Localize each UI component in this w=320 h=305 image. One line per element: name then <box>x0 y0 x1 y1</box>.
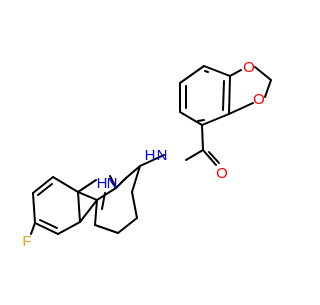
bond <box>264 79 272 98</box>
bond <box>79 199 98 223</box>
amide-h-label: H <box>145 147 156 164</box>
bond <box>77 191 81 223</box>
bond-double-inner <box>37 183 53 196</box>
bond-double-inner <box>39 219 58 229</box>
bond-double-inner <box>101 192 106 210</box>
fluorine-label: F <box>22 233 31 250</box>
ring-nh-n-label: N <box>107 175 118 192</box>
bond <box>115 177 127 189</box>
bond <box>201 113 230 126</box>
bond <box>208 151 220 164</box>
bond-double-inner <box>222 80 225 111</box>
molecule-structure: N H N H O O O F <box>22 59 272 250</box>
bond <box>32 176 54 194</box>
bond <box>77 191 98 201</box>
bond <box>228 102 254 115</box>
amide-n-label: N <box>157 147 168 164</box>
molecule-canvas: N H N H O O O F <box>22 59 272 250</box>
atom-labels: N H N H O O O F <box>22 59 264 250</box>
bond <box>94 199 98 226</box>
bond <box>179 111 203 126</box>
bond <box>229 69 242 77</box>
bond <box>52 176 79 193</box>
bond <box>201 124 204 151</box>
bond <box>77 179 97 193</box>
bond <box>109 175 117 189</box>
ring-nh-h-label: H <box>97 175 108 192</box>
bond <box>203 65 231 77</box>
bond <box>30 222 36 235</box>
carbonyl-o-label: O <box>216 165 228 182</box>
bonds <box>30 65 272 235</box>
bond <box>131 165 141 193</box>
bond <box>131 191 138 219</box>
bond <box>139 154 165 167</box>
bond <box>94 224 119 234</box>
bond <box>228 75 231 115</box>
bond <box>179 65 205 84</box>
bond <box>32 192 36 224</box>
bond <box>57 221 81 235</box>
dioxole-o-right-label: O <box>253 91 265 108</box>
bond <box>254 66 272 81</box>
bond <box>185 149 204 161</box>
bond <box>96 187 117 201</box>
dioxole-o-top-label: O <box>243 59 255 76</box>
bond <box>202 149 217 166</box>
bond <box>117 217 138 234</box>
bond-double-inner <box>197 119 205 122</box>
bond <box>125 165 141 179</box>
bond-double-inner <box>204 70 209 73</box>
bond <box>34 222 59 235</box>
